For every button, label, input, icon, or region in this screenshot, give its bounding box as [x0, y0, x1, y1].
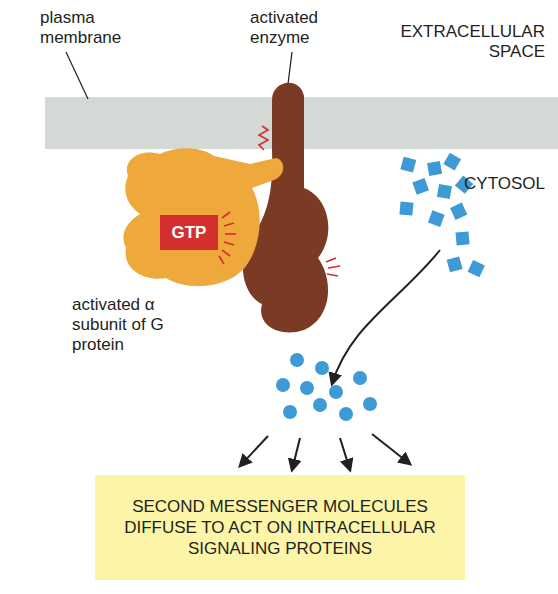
diffusion-arrows [240, 434, 410, 470]
leader-line [288, 52, 292, 84]
gtp-box: GTP [160, 215, 218, 250]
leader-line [66, 52, 88, 99]
diffusion-arrow [240, 436, 268, 466]
membrane-label: plasma membrane [40, 8, 125, 48]
outcome-box: SECOND MESSENGER MOLECULES DIFFUSE TO AC… [95, 475, 465, 580]
alpha-subunit-shape [123, 148, 283, 286]
subunit-label: activated α subunit of G protein [72, 295, 176, 355]
precursor-molecules [399, 153, 484, 277]
enzyme-label: activated enzyme [250, 8, 340, 48]
diffusion-arrow [340, 438, 350, 470]
diffusion-arrow [292, 438, 300, 470]
node-text: GTP [172, 222, 207, 243]
second-messenger-molecules [276, 353, 377, 421]
region-label: EXTRACELLULAR SPACE [365, 22, 545, 62]
activation-marks [219, 212, 340, 276]
lipid-anchor [259, 126, 268, 150]
node-text: SECOND MESSENGER MOLECULES DIFFUSE TO AC… [103, 496, 457, 559]
conversion-arrow [332, 250, 440, 384]
region-label: CYTOSOL [440, 174, 545, 194]
diffusion-arrow [372, 434, 410, 464]
